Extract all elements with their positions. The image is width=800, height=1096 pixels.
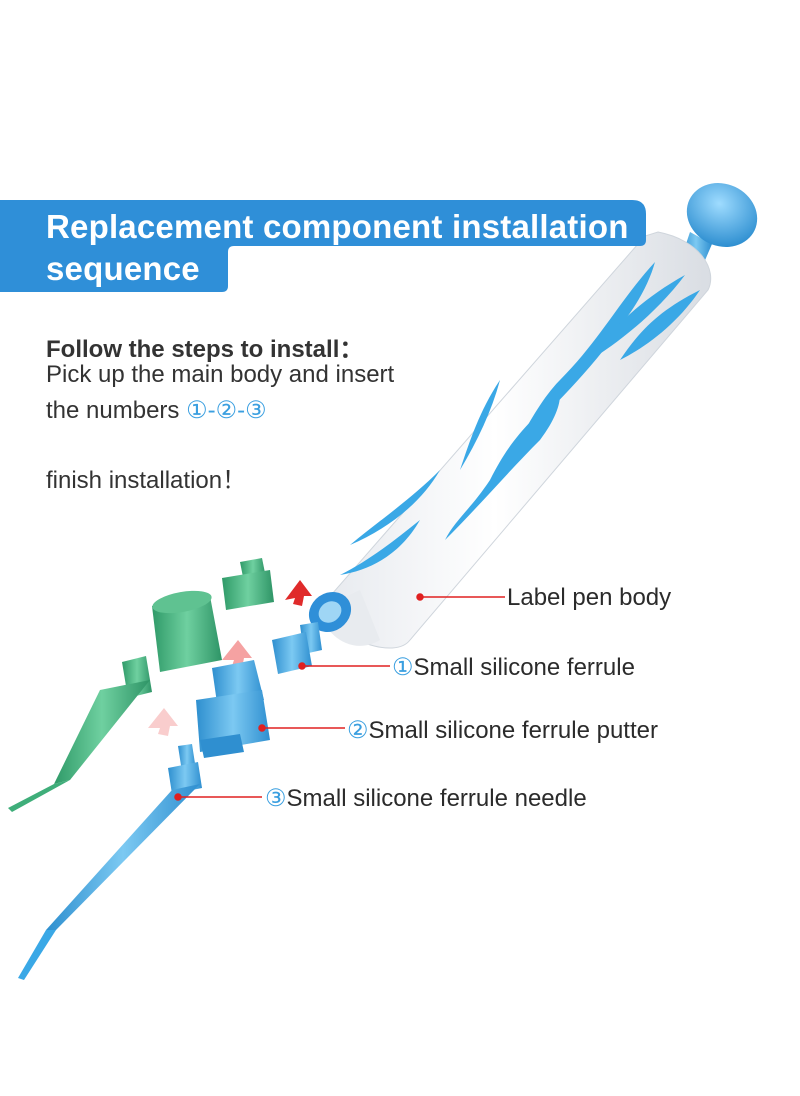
callout-needle-label: Small silicone ferrule needle: [286, 785, 587, 812]
callout-ferrule-number: ①: [392, 654, 414, 681]
callout-needle-number: ③: [265, 785, 287, 812]
instructions-finish: finish installation！: [46, 467, 247, 494]
arrow-pink-icon: [148, 640, 252, 736]
pen-body: [308, 183, 758, 649]
part-ferrule-putter: [196, 660, 270, 758]
callout-putter-label: Small silicone ferrule putter: [368, 717, 658, 744]
leader-lines: [174, 593, 505, 801]
instructions-line-2-prefix: the numbers: [46, 397, 187, 424]
part-ferrule-needle: [18, 744, 202, 980]
banner-title-line-1: Replacement component installation: [46, 208, 629, 245]
banner-background: [0, 200, 646, 292]
step-sequence: ①-②-③: [186, 397, 267, 424]
instructions-line-2: the numbers ①-②-③: [46, 396, 267, 425]
callout-pen-body: Label pen body: [507, 584, 671, 612]
instructions-line-1: Pick up the main body and insert: [46, 361, 395, 388]
callout-ferrule-label: Small silicone ferrule: [413, 654, 635, 681]
callout-pen-body-label: Label pen body: [507, 584, 672, 611]
callout-needle: ③Small silicone ferrule needle: [265, 784, 587, 813]
callout-putter: ②Small silicone ferrule putter: [347, 716, 658, 745]
callout-putter-number: ②: [347, 717, 369, 744]
banner-title-line-2: sequence: [46, 250, 200, 287]
title-banner: Replacement component installation seque…: [0, 200, 648, 292]
part-green-set: [8, 558, 274, 812]
instructions-heading: Follow the steps to install：: [46, 336, 364, 363]
arrow-red-icon: [285, 580, 312, 606]
callout-ferrule: ①Small silicone ferrule: [392, 653, 635, 682]
